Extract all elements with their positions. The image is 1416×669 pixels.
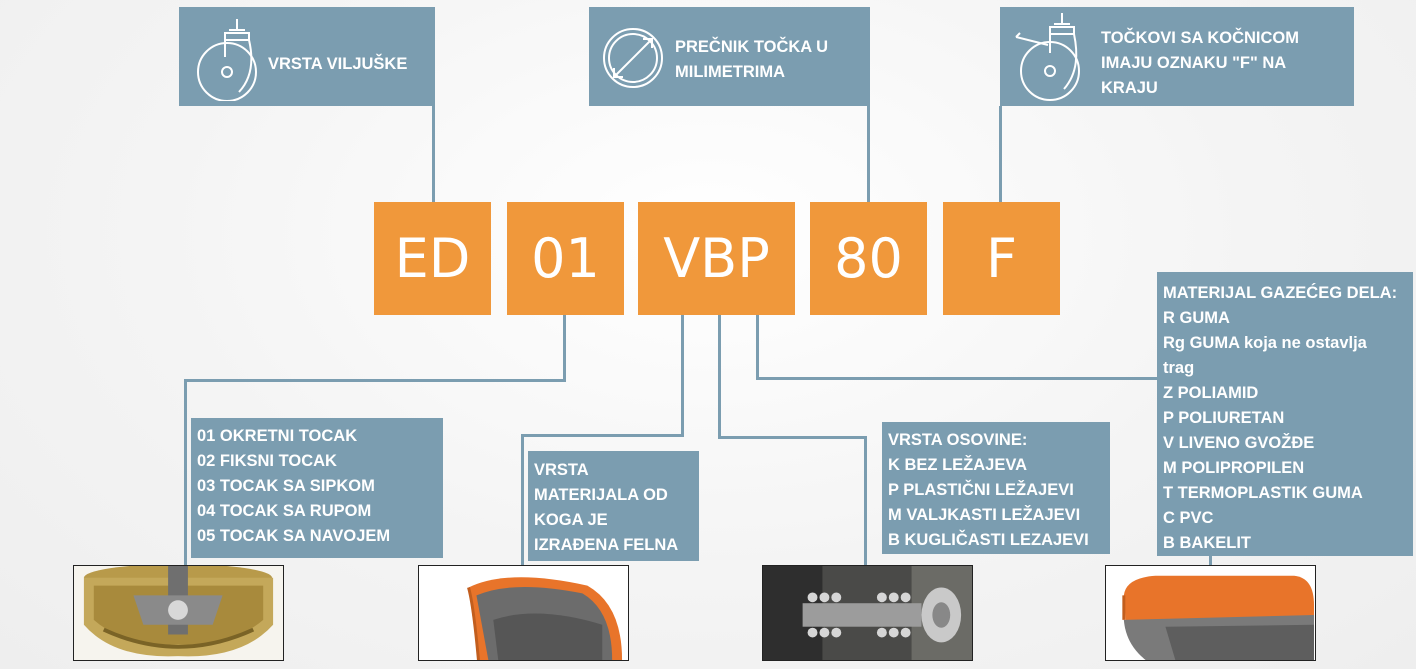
tread-material-line: Z POLIAMID [1163,384,1259,402]
axle-type-line: B KUGLIČASTI LEZAJEVI [888,531,1089,549]
axle-type-line: P PLASTIČNI LEŽAJEVI [888,481,1074,499]
connector-diameter [867,106,870,203]
brake-box: TOČKOVI SA KOČNICOM IMAJU OZNAKU "F" NA … [1000,7,1354,106]
connector-tread-h [756,377,1159,380]
connector-rim-v1 [681,314,684,437]
tread-material-line: V LIVENO GVOŽĐE [1163,434,1315,452]
connector-axle-v2 [864,436,867,569]
rim-material-line: VRSTA [534,461,589,479]
fork-type-label: VRSTA VILJUŠKE [268,55,408,73]
wheel-types-box: 01 OKRETNI TOCAK 02 FIKSNI TOCAK 03 TOCA… [191,418,443,558]
wheel-type-item: 01 OKRETNI TOCAK [197,427,358,445]
connector-rim-h [521,434,684,437]
fork-type-box: VRSTA VILJUŠKE [179,7,435,106]
code-segment-brake: F [943,202,1060,315]
connector-tread-v1 [756,314,759,380]
connector-rim-v2 [521,434,524,569]
brake-line-3: KRAJU [1101,79,1158,97]
wheel-diameter-line-2: MILIMETRIMA [675,63,785,81]
tread-material-line: R GUMA [1163,309,1230,327]
axle-type-line: M VALJKASTI LEŽAJEVI [888,506,1081,524]
connector-axle-h [718,436,867,439]
connector-brake [999,106,1002,203]
tread-material-line: MATERIJAL GAZEĆEG DELA: [1163,284,1398,302]
axle-type-box: VRSTA OSOVINE: K BEZ LEŽAJEVA P PLASTIČN… [882,422,1110,554]
connector-wheeltype-h [184,379,566,382]
caster-fork-icon [197,19,257,101]
rim-material-line: MATERIJALA OD [534,486,668,504]
connector-tread-v2 [1209,555,1212,569]
wheel-diameter-box: PREČNIK TOČKA U MILIMETRIMA [589,7,870,106]
tread-material-line: Rg GUMA koja ne ostavlja [1163,334,1367,352]
connector-wheeltype-v1 [563,314,566,382]
diameter-icon [603,28,663,88]
code-segment-wheel-type: 01 [507,202,624,315]
axle-bearing-image [762,565,973,661]
axle-type-line: VRSTA OSOVINE: [888,431,1028,449]
tread-section-image [1105,565,1316,661]
rim-material-line: IZRAĐENA FELNA [534,536,679,554]
wheel-type-item: 03 TOCAK SA SIPKOM [197,477,375,495]
rim-material-line: KOGA JE [534,511,608,529]
connector-axle-v1 [718,314,721,439]
tread-material-line: trag [1163,359,1195,377]
swivel-housing-image [73,565,284,661]
code-segment-material: VBP [638,202,795,315]
tread-material-box: MATERIJAL GAZEĆEG DELA: R GUMA Rg GUMA k… [1157,272,1413,556]
wheel-type-item: 02 FIKSNI TOCAK [197,452,337,470]
wheel-type-item: 05 TOCAK SA NAVOJEM [197,527,391,545]
brake-caster-icon [1015,13,1080,101]
rim-material-box: VRSTA MATERIJALA OD KOGA JE IZRAĐENA FEL… [528,451,699,561]
brake-line-1: TOČKOVI SA KOČNICOM [1101,29,1300,47]
code-segment-fork: ED [374,202,491,315]
axle-type-line: K BEZ LEŽAJEVA [888,456,1028,474]
tread-material-line: T TERMOPLASTIK GUMA [1163,484,1363,502]
brake-line-2: IMAJU OZNAKU "F" NA [1101,54,1287,72]
tread-material-line: B BAKELIT [1163,534,1251,552]
tread-material-line: M POLIPROPILEN [1163,459,1305,477]
connector-wheeltype-v2 [184,379,187,569]
wheel-type-item: 04 TOCAK SA RUPOM [197,502,372,520]
rim-section-image [418,565,629,661]
connector-fork [432,106,435,203]
tread-material-line: C PVC [1163,509,1214,527]
tread-material-line: P POLIURETAN [1163,409,1285,427]
wheel-diameter-line-1: PREČNIK TOČKA U [675,38,829,56]
code-segment-diameter: 80 [810,202,927,315]
